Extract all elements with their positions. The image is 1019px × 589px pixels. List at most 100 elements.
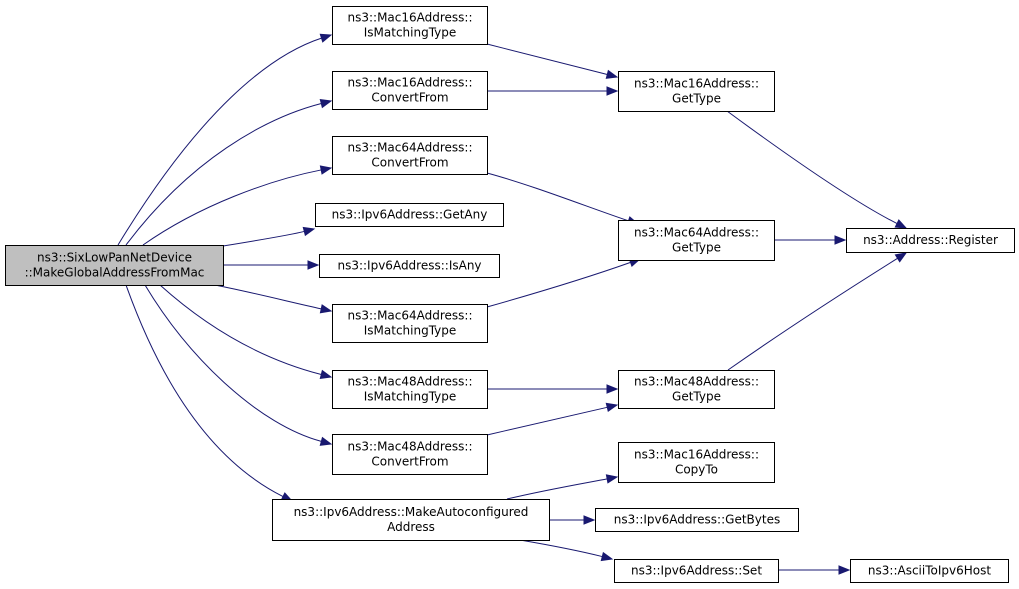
edge-root-to-m16match xyxy=(117,33,333,246)
node-label: ::MakeGlobalAddressFromMac xyxy=(25,266,205,280)
arrowhead xyxy=(600,551,614,562)
edge-root-to-ip6any xyxy=(222,226,316,247)
node-label: ConvertFrom xyxy=(371,91,448,105)
node-box[interactable] xyxy=(846,228,1015,253)
arrowhead xyxy=(605,69,619,79)
node-box[interactable] xyxy=(332,434,488,475)
node-m48match[interactable]: ns3::Mac48Address::IsMatchingType xyxy=(332,370,488,409)
node-label: ns3::SixLowPanNetDevice xyxy=(37,251,192,265)
node-label: IsMatchingType xyxy=(364,26,457,40)
arrowhead xyxy=(319,99,333,109)
node-label: GetType xyxy=(672,92,721,106)
edge-ip6auto-to-ip6bytes xyxy=(549,515,596,525)
arrowhead xyxy=(319,165,333,175)
node-label: ns3::Mac64Address:: xyxy=(347,309,472,323)
node-label: GetType xyxy=(672,390,721,404)
node-label: IsMatchingType xyxy=(364,390,457,404)
node-label: ns3::Mac48Address:: xyxy=(347,375,472,389)
node-label: ns3::Mac16Address:: xyxy=(347,76,472,90)
node-box[interactable] xyxy=(850,559,1009,583)
node-label: ConvertFrom xyxy=(371,156,448,170)
node-label: ConvertFrom xyxy=(371,455,448,469)
node-label: ns3::Mac48Address:: xyxy=(347,440,472,454)
node-box[interactable] xyxy=(332,370,488,409)
node-ip6set[interactable]: ns3::Ipv6Address::Set xyxy=(614,559,779,583)
node-label: ns3::Ipv6Address::GetAny xyxy=(332,208,488,222)
node-box[interactable] xyxy=(332,71,488,110)
node-m64match[interactable]: ns3::Mac64Address::IsMatchingType xyxy=(332,304,488,343)
node-box[interactable] xyxy=(618,442,775,483)
node-label: ns3::Address::Register xyxy=(863,233,998,247)
node-label: Address xyxy=(387,520,435,534)
edge-m48conv-to-m48type xyxy=(486,402,619,436)
arrowhead xyxy=(606,384,619,394)
node-m16type[interactable]: ns3::Mac16Address::GetType xyxy=(618,71,775,112)
node-m16copy[interactable]: ns3::Mac16Address::CopyTo xyxy=(618,442,775,483)
node-box[interactable] xyxy=(332,6,488,45)
arrowhead xyxy=(319,436,333,446)
edge-root-to-ip6isany xyxy=(222,260,320,270)
edge-m64conv-to-m64type xyxy=(486,172,640,226)
arrowhead xyxy=(319,33,333,43)
arrowhead xyxy=(834,235,847,245)
edge-ip6auto-to-m16copy xyxy=(506,474,619,500)
arrowhead xyxy=(606,86,619,96)
node-label: ns3::Mac16Address:: xyxy=(634,77,759,91)
edge-root-to-m64match xyxy=(214,284,333,314)
node-box[interactable] xyxy=(618,220,775,261)
node-root[interactable]: ns3::SixLowPanNetDevice::MakeGlobalAddre… xyxy=(5,245,224,286)
node-m64conv[interactable]: ns3::Mac64Address::ConvertFrom xyxy=(332,136,488,175)
node-label: ns3::AsciiToIpv6Host xyxy=(868,564,991,578)
node-ip6bytes[interactable]: ns3::Ipv6Address::GetBytes xyxy=(595,508,799,532)
node-label: ns3::Mac48Address:: xyxy=(634,375,759,389)
node-label: IsMatchingType xyxy=(364,324,457,338)
node-label: CopyTo xyxy=(675,463,718,477)
edge-ip6set-to-ascii xyxy=(778,565,851,575)
node-box[interactable] xyxy=(332,136,488,175)
edge-ip6auto-to-ip6set xyxy=(519,539,614,562)
node-label: ns3::Ipv6Address::IsAny xyxy=(337,259,481,273)
arrowhead xyxy=(319,369,333,379)
arrowhead xyxy=(838,565,851,575)
arrowhead xyxy=(583,515,596,525)
arrowhead xyxy=(605,402,619,413)
edge-m64type-to-addrreg xyxy=(774,235,847,245)
edge-root-to-m48conv xyxy=(144,284,333,446)
node-box[interactable] xyxy=(618,71,775,112)
node-box[interactable] xyxy=(315,203,504,227)
node-box[interactable] xyxy=(332,304,488,343)
node-m48type[interactable]: ns3::Mac48Address::GetType xyxy=(618,370,775,409)
node-box[interactable] xyxy=(595,508,799,532)
node-label: ns3::Ipv6Address::Set xyxy=(631,564,762,578)
arrowhead xyxy=(302,226,316,237)
arrowhead xyxy=(605,474,619,484)
arrowhead xyxy=(894,219,908,229)
node-m16match[interactable]: ns3::Mac16Address::IsMatchingType xyxy=(332,6,488,45)
node-box[interactable] xyxy=(5,245,224,286)
node-ip6any[interactable]: ns3::Ipv6Address::GetAny xyxy=(315,203,504,227)
node-box[interactable] xyxy=(614,559,779,583)
node-m48conv[interactable]: ns3::Mac48Address::ConvertFrom xyxy=(332,434,488,475)
node-box[interactable] xyxy=(618,370,775,409)
node-m16conv[interactable]: ns3::Mac16Address::ConvertFrom xyxy=(332,71,488,110)
edge-m64match-to-m64type xyxy=(486,258,642,308)
node-label: ns3::Mac64Address:: xyxy=(347,141,472,155)
edge-root-to-ip6auto xyxy=(125,284,294,502)
node-label: ns3::Ipv6Address::MakeAutoconfigured xyxy=(294,505,529,519)
node-ip6isany[interactable]: ns3::Ipv6Address::IsAny xyxy=(319,254,500,278)
node-addrreg[interactable]: ns3::Address::Register xyxy=(846,228,1015,253)
edge-root-to-m64conv xyxy=(142,165,333,246)
edge-m16type-to-addrreg xyxy=(726,110,908,229)
edge-m16match-to-m16type xyxy=(486,43,619,79)
node-ip6auto[interactable]: ns3::Ipv6Address::MakeAutoconfiguredAddr… xyxy=(272,499,550,541)
edge-m16conv-to-m16type xyxy=(487,86,619,96)
node-ascii[interactable]: ns3::AsciiToIpv6Host xyxy=(850,559,1009,583)
node-label: ns3::Ipv6Address::GetBytes xyxy=(614,513,780,527)
node-box[interactable] xyxy=(272,499,550,541)
node-label: ns3::Mac64Address:: xyxy=(634,226,759,240)
node-box[interactable] xyxy=(319,254,500,278)
arrowhead xyxy=(894,252,908,263)
edge-m48type-to-addrreg xyxy=(727,252,908,371)
node-m64type[interactable]: ns3::Mac64Address::GetType xyxy=(618,220,775,261)
node-label: ns3::Mac16Address:: xyxy=(347,11,472,25)
